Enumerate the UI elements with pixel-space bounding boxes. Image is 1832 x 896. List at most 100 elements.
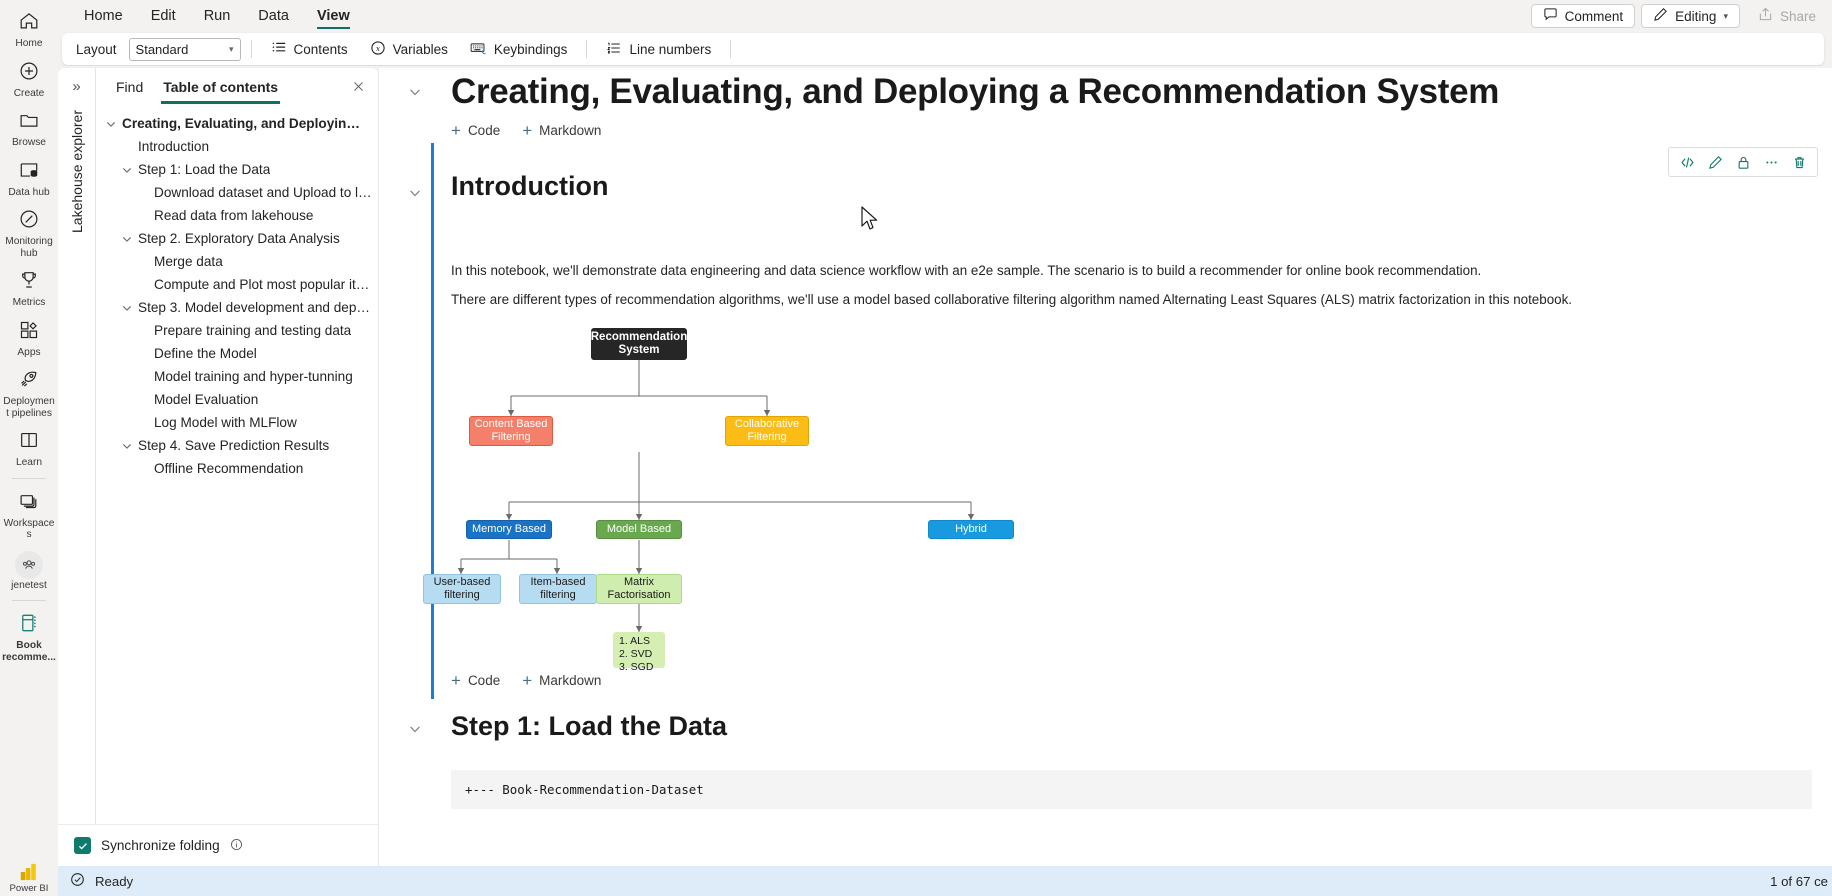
comment-button[interactable]: Comment — [1530, 4, 1636, 28]
plus-circle-icon — [18, 60, 40, 87]
add-code-cell-button[interactable]: + Code — [451, 672, 500, 689]
toc-item[interactable]: Step 1: Load the Data — [96, 158, 378, 181]
rocket-icon — [18, 368, 40, 395]
plus-icon: + — [451, 671, 461, 690]
toc-item[interactable]: Step 3. Model development and deploy — [96, 296, 378, 319]
toc-item-label: Step 1: Load the Data — [138, 162, 271, 177]
rail-item-data-hub[interactable]: Data hub — [0, 153, 58, 203]
layout-select[interactable]: Standard ▾ — [128, 37, 241, 61]
keybindings-button[interactable]: Keybindings — [461, 36, 577, 62]
rail-item-apps[interactable]: Apps — [0, 313, 58, 363]
add-cell-row-2: + Code + Markdown — [451, 656, 1812, 693]
chevron-down-icon[interactable] — [116, 232, 138, 246]
add-markdown-cell-button[interactable]: + Markdown — [522, 122, 601, 139]
editing-button[interactable]: Editing ▾ — [1641, 4, 1740, 28]
expand-panel-button[interactable]: » — [72, 78, 81, 95]
chevron-down-icon[interactable] — [407, 84, 423, 143]
compass-icon — [18, 208, 40, 235]
chevron-down-icon[interactable] — [116, 439, 138, 453]
chevron-down-icon[interactable] — [116, 163, 138, 177]
toc-item[interactable]: Model training and hyper-tunning — [96, 365, 378, 388]
variables-icon: x — [370, 40, 386, 59]
contents-button[interactable]: Contents — [262, 36, 357, 62]
toc-item[interactable]: Offline Recommendation — [96, 457, 378, 480]
toc-item-label: Read data from lakehouse — [154, 208, 314, 223]
tab-find[interactable]: Find — [116, 78, 144, 95]
chevron-down-icon[interactable] — [407, 721, 423, 809]
toc-item-label: Step 4. Save Prediction Results — [138, 438, 330, 453]
more-icon[interactable] — [1759, 150, 1783, 174]
workspaces-icon — [18, 490, 40, 517]
toc-item[interactable]: Compute and Plot most popular items — [96, 273, 378, 296]
edit-icon[interactable] — [1703, 150, 1727, 174]
menu-item-run[interactable]: Run — [190, 0, 245, 32]
power-bi-footer[interactable]: Power BI — [0, 836, 58, 896]
share-button[interactable]: Share — [1746, 4, 1828, 28]
toc-item[interactable]: Read data from lakehouse — [96, 204, 378, 227]
rail-item-deployment-pipelines[interactable]: Deployment pipelines — [0, 362, 58, 423]
add-code-cell-button[interactable]: + Code — [451, 122, 500, 139]
rail-item-workspaces[interactable]: Workspaces — [0, 484, 58, 545]
notebook-icon — [18, 612, 40, 639]
toc-item[interactable]: Merge data — [96, 250, 378, 273]
chevron-down-icon[interactable] — [407, 185, 423, 693]
menu-item-data[interactable]: Data — [244, 0, 303, 32]
chevron-down-icon[interactable] — [100, 117, 122, 131]
sync-folding-label: Synchronize folding — [101, 838, 220, 853]
lakehouse-explorer-tab[interactable]: Lakehouse explorer — [68, 110, 85, 233]
close-panel-button[interactable] — [348, 76, 368, 96]
toc-item[interactable]: Step 2. Exploratory Data Analysis — [96, 227, 378, 250]
variables-button[interactable]: x Variables — [361, 36, 457, 62]
diagram-algorithm-line: 2. SVD — [619, 648, 653, 660]
diagram-node-memory-based: Memory Based — [466, 520, 552, 539]
rail-item-jenetest[interactable]: jenetest — [0, 545, 58, 596]
menu-item-view-label: View — [316, 8, 350, 24]
sync-folding-checkbox[interactable] — [74, 837, 91, 854]
toc-item[interactable]: Creating, Evaluating, and Deployin… — [96, 112, 378, 135]
tab-table-of-contents[interactable]: Table of contents — [153, 71, 288, 104]
info-icon[interactable] — [230, 838, 243, 854]
diagram-node-content-based: Content Based Filtering — [469, 416, 553, 446]
chevron-down-icon[interactable] — [116, 301, 138, 315]
status-text: Ready — [95, 873, 134, 889]
add-markdown-cell-button[interactable]: + Markdown — [522, 672, 601, 689]
toc-list: Creating, Evaluating, and Deployin… Intro… — [96, 106, 378, 824]
toc-item-label: Model Evaluation — [154, 392, 259, 407]
toc-item[interactable]: Introduction — [96, 135, 378, 158]
toc-item[interactable]: Prepare training and testing data — [96, 319, 378, 342]
toc-panel: » Lakehouse explorer Find Table of conte… — [58, 68, 378, 866]
toc-item[interactable]: Model Evaluation — [96, 388, 378, 411]
code-output-block: +--- Book-Recommendation-Dataset — [451, 770, 1812, 809]
toc-item[interactable]: Define the Model — [96, 342, 378, 365]
rail-item-metrics[interactable]: Metrics — [0, 263, 58, 313]
add-code-label: Code — [467, 123, 501, 138]
toc-item-label: Log Model with MLFlow — [154, 415, 297, 430]
rail-item-book-recommendation[interactable]: Book recomme... — [0, 606, 58, 667]
rail-item-home[interactable]: Home — [0, 4, 58, 54]
line-numbers-button[interactable]: Line numbers — [597, 36, 720, 62]
menu-item-home[interactable]: Home — [70, 0, 137, 32]
rail-label-data-hub: Data hub — [8, 186, 50, 198]
menu-item-edit[interactable]: Edit — [137, 0, 190, 32]
toc-item-label: Introduction — [138, 139, 210, 154]
rail-item-monitoring-hub[interactable]: Monitoring hub — [0, 202, 58, 263]
code-icon[interactable] — [1675, 150, 1699, 174]
diagram-node-model-based: Model Based — [596, 520, 682, 539]
lock-icon[interactable] — [1731, 150, 1755, 174]
variables-label: Variables — [392, 41, 448, 57]
diagram-connectors — [457, 360, 975, 632]
toc-item[interactable]: Log Model with MLFlow — [96, 411, 378, 434]
toc-item[interactable]: Step 4. Save Prediction Results — [96, 434, 378, 457]
menu-item-view[interactable]: View — [303, 0, 364, 32]
rail-item-learn[interactable]: Learn — [0, 423, 58, 473]
toc-item-label: Download dataset and Upload to lakeh… — [154, 185, 372, 200]
cell-gutter — [379, 699, 451, 809]
diagram-algorithm-line: 1. ALS — [619, 635, 650, 647]
notebook-scroll[interactable]: Creating, Evaluating, and Deploying a Re… — [379, 68, 1832, 866]
rail-item-browse[interactable]: Browse — [0, 103, 58, 153]
toc-item[interactable]: Download dataset and Upload to lakeh… — [96, 181, 378, 204]
rail-item-create[interactable]: Create — [0, 54, 58, 104]
delete-icon[interactable] — [1787, 150, 1811, 174]
add-markdown-label: Markdown — [539, 673, 602, 688]
topbar-actions: Comment Editing ▾ Share — [1530, 0, 1828, 32]
